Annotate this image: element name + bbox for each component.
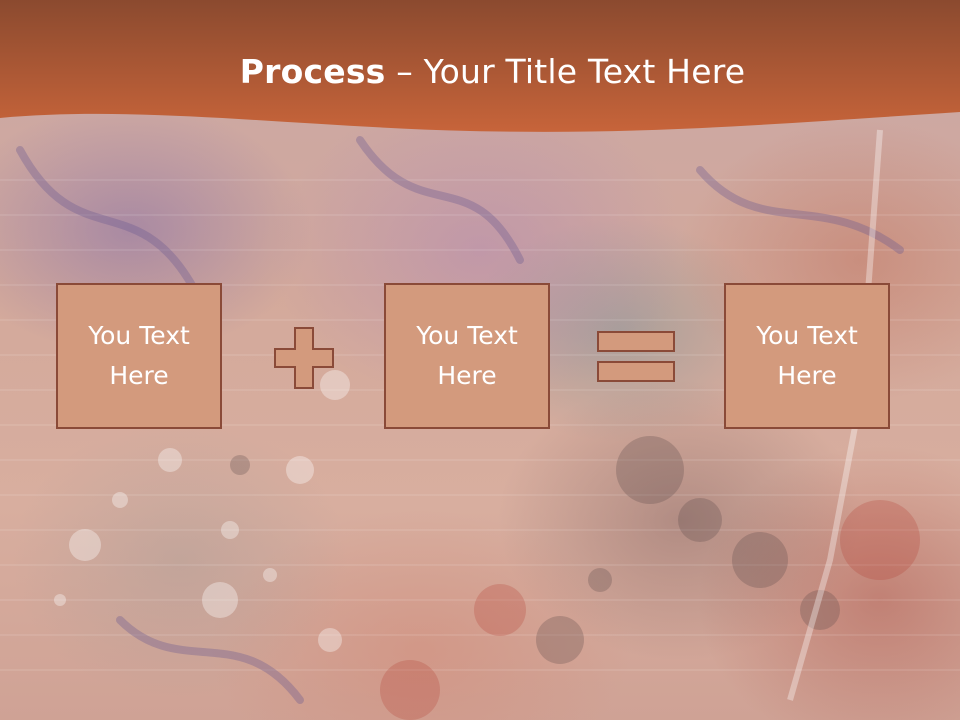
text-box-2[interactable]: You Text Here — [384, 283, 550, 429]
title-rest-part: – Your Title Text Here — [385, 52, 746, 91]
title-banner — [0, 0, 960, 132]
text-box-1[interactable]: You Text Here — [56, 283, 222, 429]
plus-icon — [274, 327, 334, 389]
equals-icon — [597, 331, 675, 382]
text-box-3[interactable]: You Text Here — [724, 283, 890, 429]
title-bold-part: Process — [239, 52, 386, 91]
slide-title: Process – Your Title Text Here — [0, 52, 960, 91]
